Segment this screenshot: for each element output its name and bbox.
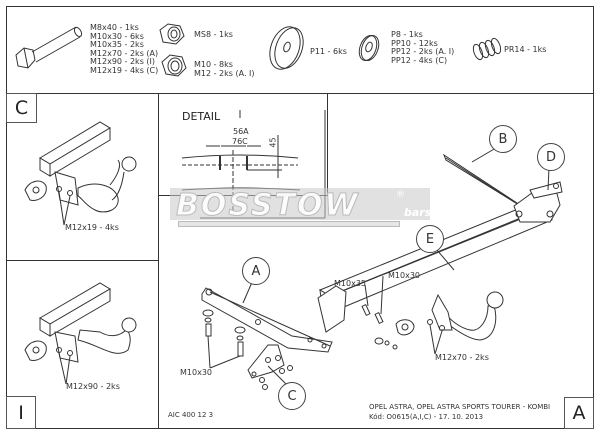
parts-item: M12x90 - 2ks (I) [90,57,156,67]
parts-item: P8 - 1ks [391,30,423,39]
parts-item: MS8 - 1ks [194,30,233,39]
spring-washer-list: PR14 - 1ks [504,45,547,55]
label-m12x70: M12x70 - 2ks [435,353,489,362]
hitch-c-drawing [24,121,137,226]
arm-a [201,287,333,353]
panel-i-frame [6,260,159,429]
parts-item: PP12 - 4ks (C) [391,55,448,65]
ball-neck-main [361,275,504,355]
arm-b [442,153,563,223]
callout-b: B [489,125,517,153]
parts-item: M12x70 - 2ks (A) [90,48,159,58]
panel-c-bolt-note: M12x19 - 4ks [65,223,119,232]
lock-nut-list: MS8 - 1ks [194,30,233,40]
callout-c: C [278,382,306,410]
detail-dim-bottom: 76C [232,137,248,146]
hitch-i-drawing [24,282,137,385]
parts-item: M10 - 8ks [194,60,233,69]
watermark-registered: ® [396,190,405,200]
watermark-underline [178,221,400,227]
callout-a: A [242,257,270,285]
watermark-text: BOSSTOW [176,188,360,224]
drawing-code: AIC 400 12 3 [168,411,214,419]
callout-e: E [416,225,444,253]
label-m10x30-top: M10x30 [388,271,420,280]
parts-item: M10x30 - 6ks [90,31,144,41]
label-m10x35: M10x35 [334,279,366,288]
hex-bolt-icon [15,26,83,69]
label-m10x30-left: M10x30 [180,368,212,377]
bolts-m10x30 [202,309,246,369]
lock-nut-icon [159,23,185,45]
panel-i-bolt-note: M12x90 - 2ks [66,382,120,391]
callout-d: D [537,143,565,171]
spring-washer-icon [472,37,502,61]
kod-date: Kód: O0615(A,I,C) - 17. 10. 2013 [369,413,484,421]
washer-icon [358,34,380,62]
detail-title: DETAIL [182,110,221,123]
parts-item: M12 - 2ks (A. I) [194,68,255,78]
parts-item: M12x19 - 4ks (C) [90,65,159,75]
parts-item: M8x40 - 1ks [90,23,139,32]
detail-dim-vertical: 45 [268,137,278,148]
watermark-band [170,188,430,220]
large-washer-icon [269,26,304,70]
parts-item: P11 - 6ks [310,47,347,56]
corner-label-a: A [564,397,594,429]
bracket-c [247,344,293,390]
detail-dim-top: 56A [233,127,249,136]
panel-c-label: C [6,93,37,123]
watermark-sub: bars [404,206,432,219]
parts-item: M10x35 - 2ks [90,40,144,50]
bolts-list: M8x40 - 1ks M10x30 - 6ks M10x35 - 2ks M1… [90,23,159,76]
panel-i-label: I [6,396,36,429]
parts-item: PR14 - 1ks [504,45,547,54]
vehicle-name: OPEL ASTRA, OPEL ASTRA SPORTS TOURER - K… [369,403,551,411]
parts-item: PP10 - 12ks [391,38,438,48]
washers-list: P8 - 1ks PP10 - 12ks PP12 - 2ks (A. I) P… [391,30,455,65]
nuts-list: M10 - 8ks M12 - 2ks (A. I) [194,60,255,78]
large-washer-list: P11 - 6ks [310,47,347,57]
hex-nut-icon [161,54,187,77]
parts-item: PP12 - 2ks (A. I) [391,47,455,57]
